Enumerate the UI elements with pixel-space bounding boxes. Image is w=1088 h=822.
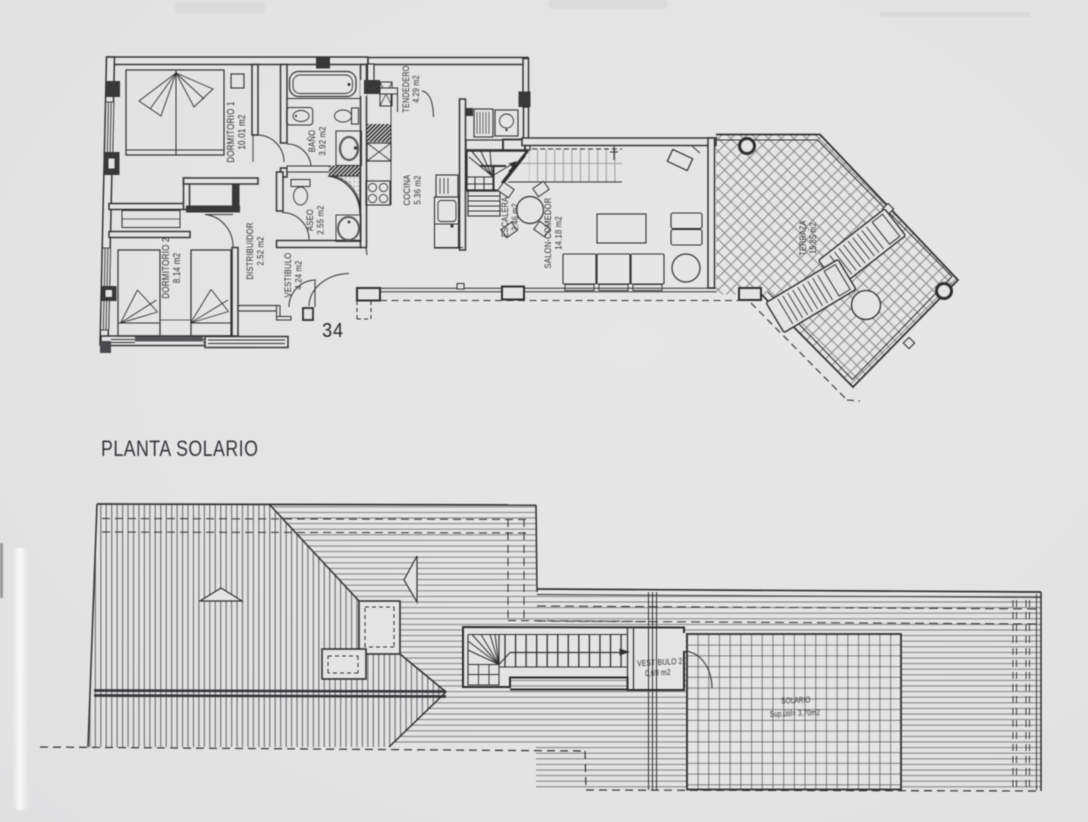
svg-text:ESCALERA: ESCALERA [500,197,510,237]
svg-text:0,69 m2: 0,69 m2 [645,667,671,678]
svg-text:DORMITORIO 1: DORMITORIO 1 [225,101,236,162]
svg-text:10.01 m2: 10.01 m2 [236,114,247,149]
svg-text:SOLARIO: SOLARIO [781,695,811,706]
svg-text:ASEO: ASEO [304,209,315,231]
svg-text:4.29 m2: 4.29 m2 [411,75,421,103]
svg-text:DORMITORIO 2: DORMITORIO 2 [160,237,171,298]
svg-text:COCINA: COCINA [401,175,412,206]
svg-text:2.55 m2: 2.55 m2 [315,205,326,234]
svg-text:BAÑO: BAÑO [306,130,317,153]
svg-text:4.24 m2: 4.24 m2 [293,260,304,289]
svg-text:8.14 m2: 8.14 m2 [171,253,182,284]
svg-text:SALON-COMEDOR: SALON-COMEDOR [542,197,553,268]
svg-text:DISTRIBUIDOR: DISTRIBUIDOR [244,222,255,279]
svg-text:TENDEDERO: TENDEDERO [401,65,411,112]
svg-text:Sup.útil= 3,70m2: Sup.útil= 3,70m2 [770,707,821,719]
svg-text:PLANTA SOLARIO: PLANTA SOLARIO [101,437,258,461]
svg-text:14.18 m2: 14.18 m2 [553,216,564,250]
svg-text:VESTIBULO: VESTIBULO [282,253,293,298]
svg-text:2.52 m2: 2.52 m2 [255,236,266,265]
svg-text:15,85 m2: 15,85 m2 [808,222,818,254]
svg-text:TERRAZA: TERRAZA [798,220,808,255]
svg-text:3.92 m2: 3.92 m2 [317,126,328,155]
svg-text:5.36 m2: 5.36 m2 [412,175,423,204]
svg-text:34: 34 [322,320,344,342]
svg-text:2.46 m2: 2.46 m2 [510,203,520,231]
